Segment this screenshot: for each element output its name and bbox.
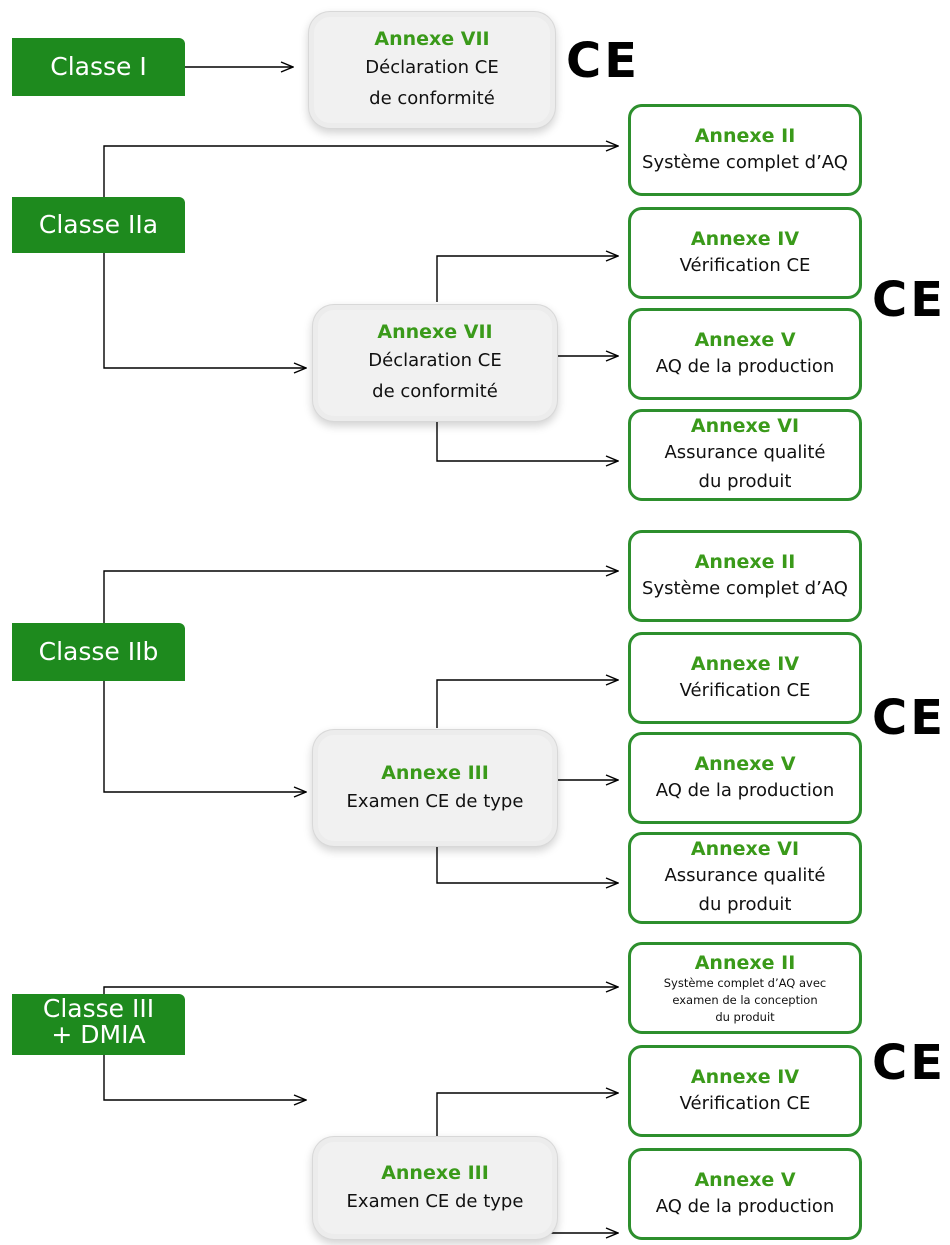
arrow-iib-annexe-iv bbox=[436, 680, 618, 728]
arrow-iib-annexe-vi bbox=[436, 847, 618, 883]
box-title: Annexe VII bbox=[377, 321, 493, 343]
annexe-vi-box: Annexe VI Assurance qualité du produit bbox=[628, 832, 862, 924]
class-iii-label: Classe III + DMIA bbox=[12, 994, 185, 1055]
annexe-iii-examen-box: Annexe III Examen CE de type bbox=[318, 735, 552, 841]
box-title: Annexe III bbox=[381, 761, 489, 784]
annexe-vi-box: Annexe VI Assurance qualité du produit bbox=[628, 409, 862, 501]
annexe-ii-box: Annexe II Système complet d’AQ avec exam… bbox=[628, 942, 862, 1034]
arrow-iii-annexe-iv bbox=[436, 1093, 618, 1136]
arrow-classe-iii-annexe-iii bbox=[103, 1055, 306, 1100]
annexe-ii-box: Annexe II Système complet d’AQ bbox=[628, 530, 862, 622]
ce-mark: CE bbox=[566, 33, 641, 89]
box-title: Annexe III bbox=[381, 1161, 489, 1184]
annexe-iii-examen-box: Annexe III Examen CE de type bbox=[318, 1142, 552, 1234]
box-desc: Examen CE de type bbox=[346, 1190, 524, 1212]
arrow-iia-annexe-vi bbox=[436, 420, 618, 461]
annexe-v-box: Annexe V AQ de la production bbox=[628, 732, 862, 824]
box-title: Annexe VII bbox=[374, 28, 490, 50]
box-desc: Examen CE de type bbox=[346, 790, 524, 812]
annexe-iv-box: Annexe IV Vérification CE bbox=[628, 207, 862, 299]
ce-mark: CE bbox=[872, 1035, 947, 1091]
annexe-ii-box: Annexe II Système complet d’AQ bbox=[628, 104, 862, 196]
annexe-iv-box: Annexe IV Vérification CE bbox=[628, 632, 862, 724]
box-desc: Déclaration CE bbox=[365, 57, 499, 78]
box-desc: Déclaration CE bbox=[368, 350, 502, 371]
annexe-vii-declaration-box: Annexe VII Déclaration CE de conformité bbox=[314, 17, 550, 123]
arrow-classe-iib-annexe-ii bbox=[103, 571, 618, 623]
arrow-classe-iia-annexe-ii bbox=[103, 146, 618, 197]
box-desc: de conformité bbox=[369, 88, 495, 109]
arrow-iia-annexe-iv bbox=[436, 256, 618, 302]
annexe-vii-declaration-box: Annexe VII Déclaration CE de conformité bbox=[318, 310, 552, 416]
ce-mark: CE bbox=[872, 690, 947, 746]
annexe-v-box: Annexe V AQ de la production bbox=[628, 308, 862, 400]
arrow-classe-iia-annexe-vii bbox=[103, 253, 306, 368]
class-iib-label: Classe IIb bbox=[12, 623, 185, 681]
box-desc: de conformité bbox=[372, 381, 498, 402]
ce-mark: CE bbox=[872, 272, 947, 328]
annexe-v-box: Annexe V AQ de la production bbox=[628, 1148, 862, 1240]
arrow-classe-iib-annexe-iii bbox=[103, 681, 306, 792]
class-iia-label: Classe IIa bbox=[12, 197, 185, 253]
class-i-label: Classe I bbox=[12, 38, 185, 96]
annexe-iv-box: Annexe IV Vérification CE bbox=[628, 1045, 862, 1137]
